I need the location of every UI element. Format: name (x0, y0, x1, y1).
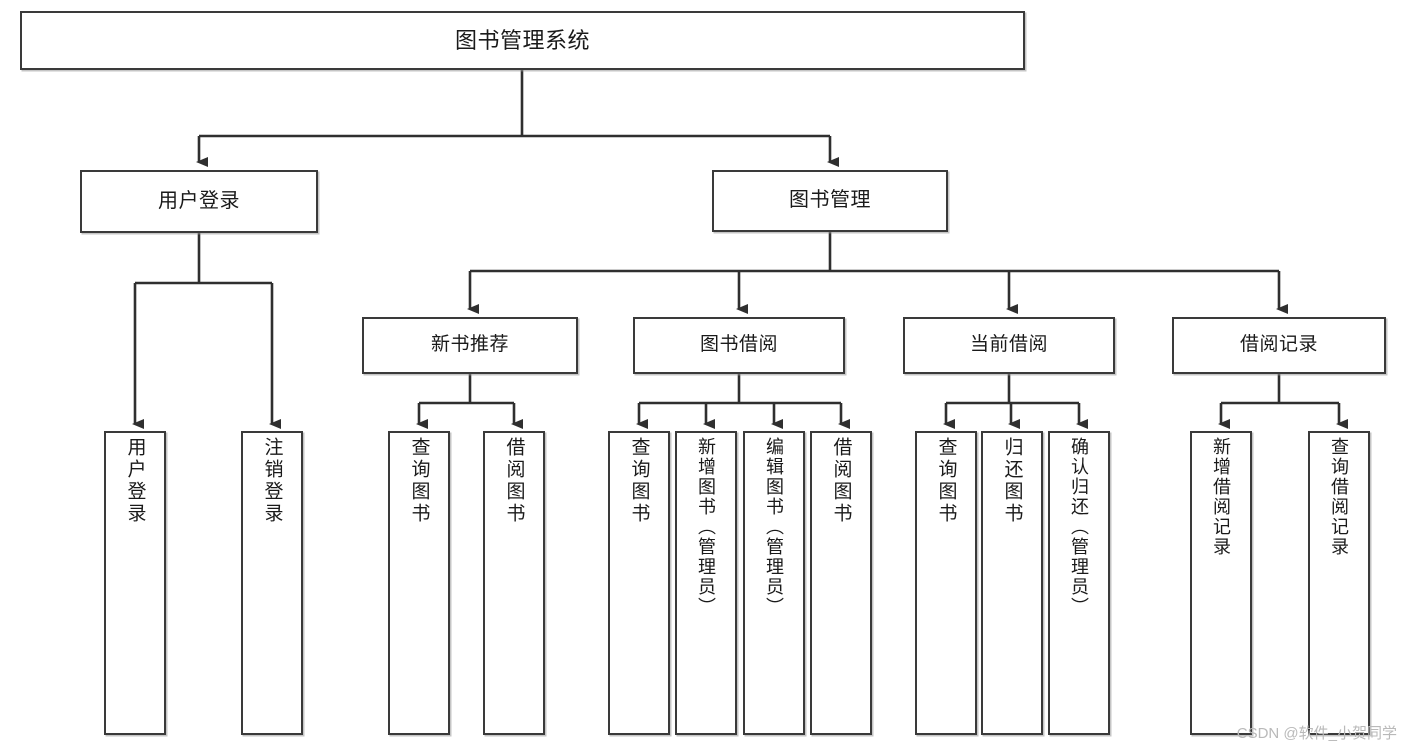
node-leaf-query-book-2-label: 查询图书 (628, 437, 650, 525)
node-leaf-borrow-book-1-label: 借阅图书 (503, 437, 525, 525)
node-user-login[interactable]: 用户登录 (80, 170, 318, 233)
node-leaf-borrow-book-2[interactable]: 借阅图书 (810, 431, 872, 735)
node-leaf-confirm-return-label: 确认归还（管理员） (1069, 437, 1089, 617)
node-user-login-label: 用户登录 (158, 189, 240, 212)
node-leaf-borrow-book-2-label: 借阅图书 (830, 437, 852, 525)
node-leaf-query-book-3-label: 查询图书 (935, 437, 957, 525)
node-leaf-add-record-label: 新增借阅记录 (1211, 437, 1231, 557)
node-leaf-borrow-book-1[interactable]: 借阅图书 (483, 431, 545, 735)
node-leaf-add-record[interactable]: 新增借阅记录 (1190, 431, 1252, 735)
node-root-label: 图书管理系统 (454, 27, 590, 53)
node-new-book-recommend[interactable]: 新书推荐 (362, 317, 578, 374)
node-leaf-query-record-label: 查询借阅记录 (1329, 437, 1349, 557)
node-leaf-query-book-2[interactable]: 查询图书 (608, 431, 670, 735)
node-leaf-user-login-label: 用户登录 (124, 437, 146, 525)
node-leaf-edit-book[interactable]: 编辑图书（管理员） (743, 431, 805, 735)
node-book-manage-label: 图书管理 (789, 189, 871, 212)
node-leaf-query-book-1[interactable]: 查询图书 (388, 431, 450, 735)
node-leaf-confirm-return[interactable]: 确认归还（管理员） (1048, 431, 1110, 735)
node-leaf-query-record[interactable]: 查询借阅记录 (1308, 431, 1370, 735)
node-leaf-add-book-label: 新增图书（管理员） (696, 437, 716, 617)
node-leaf-query-book-1-label: 查询图书 (408, 437, 430, 525)
node-leaf-logout-label: 注销登录 (261, 437, 283, 525)
node-book-borrow-label: 图书借阅 (699, 334, 778, 356)
node-current-borrow[interactable]: 当前借阅 (903, 317, 1115, 374)
node-leaf-add-book[interactable]: 新增图书（管理员） (675, 431, 737, 735)
node-new-book-recommend-label: 新书推荐 (430, 334, 509, 356)
node-root[interactable]: 图书管理系统 (20, 11, 1025, 70)
node-leaf-edit-book-label: 编辑图书（管理员） (764, 437, 784, 617)
node-leaf-return-book[interactable]: 归还图书 (981, 431, 1043, 735)
node-leaf-return-book-label: 归还图书 (1001, 437, 1023, 525)
node-borrow-record[interactable]: 借阅记录 (1172, 317, 1386, 374)
node-book-borrow[interactable]: 图书借阅 (633, 317, 845, 374)
node-book-manage[interactable]: 图书管理 (712, 170, 948, 232)
node-leaf-logout[interactable]: 注销登录 (241, 431, 303, 735)
node-borrow-record-label: 借阅记录 (1239, 334, 1318, 356)
node-leaf-user-login[interactable]: 用户登录 (104, 431, 166, 735)
node-leaf-query-book-3[interactable]: 查询图书 (915, 431, 977, 735)
node-current-borrow-label: 当前借阅 (969, 334, 1048, 356)
